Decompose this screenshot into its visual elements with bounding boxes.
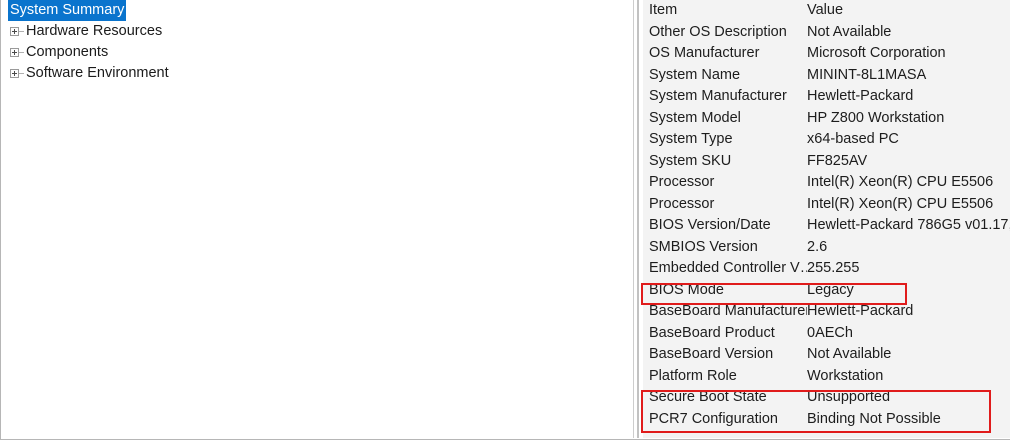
detail-row[interactable]: OS Manufacturer Microsoft Corporation: [643, 43, 1010, 65]
detail-item-label: Platform Role: [649, 367, 737, 384]
detail-row[interactable]: Embedded Controller V…255.255: [643, 258, 1010, 280]
detail-item-value: 0AECh: [807, 324, 853, 341]
expand-plus-icon[interactable]: [10, 48, 19, 57]
column-header-item: Item: [649, 2, 678, 18]
detail-item-label: SMBIOS Version: [649, 238, 758, 255]
tree-item-software-environment[interactable]: Software Environment: [1, 63, 629, 84]
detail-item-label: System Manufacturer: [649, 88, 787, 104]
details-header-row: Item Value: [643, 0, 1010, 22]
detail-item-value: Legacy: [807, 281, 854, 298]
detail-row[interactable]: BaseBoard Product 0AECh: [643, 323, 1010, 345]
splitter-line-right: [637, 0, 639, 438]
tree-item-components[interactable]: Components: [1, 42, 629, 63]
tree-connector-line: [19, 31, 24, 32]
detail-row[interactable]: System Name MININT-8L1MASA: [643, 65, 1010, 87]
detail-row[interactable]: BaseBoard Version Not Available: [643, 344, 1010, 366]
column-header-value: Value: [807, 2, 844, 18]
pane-splitter[interactable]: [629, 0, 643, 438]
detail-item-label: System Name: [649, 66, 741, 83]
detail-row[interactable]: Platform Role Workstation: [643, 366, 1010, 388]
detail-item-value: Intel(R) Xeon(R) CPU E5506: [807, 195, 994, 212]
tree-item-hardware-resources[interactable]: Hardware Resources: [1, 21, 629, 42]
detail-item-label: BaseBoard Product: [649, 324, 775, 341]
detail-item-value: MININT-8L1MASA: [807, 66, 927, 83]
splitter-line-left: [633, 0, 634, 438]
detail-row[interactable]: BIOS Mode Legacy: [643, 280, 1010, 302]
detail-item-value: Not Available: [807, 346, 892, 362]
detail-item-label: BIOS Version/Date: [649, 217, 771, 233]
detail-item-value: FF825AV: [807, 152, 868, 169]
detail-item-value: Hewlett-Packard: [807, 88, 914, 104]
detail-item-label: Secure Boot State: [649, 389, 767, 405]
detail-item-value: HP Z800 Workstation: [807, 109, 945, 126]
detail-item-label: Other OS Description: [649, 23, 787, 40]
detail-item-label: Processor: [649, 195, 715, 212]
detail-row[interactable]: System SKU FF825AV: [643, 151, 1010, 173]
detail-item-label: System Type: [649, 131, 733, 147]
detail-item-label: System SKU: [649, 152, 732, 169]
tree-connector-line: [19, 52, 24, 53]
tree-item-label: Software Environment: [26, 65, 169, 81]
detail-item-value: x64-based PC: [807, 131, 899, 147]
detail-item-label: PCR7 Configuration: [649, 410, 778, 427]
detail-item-value: Hewlett-Packard: [807, 303, 914, 319]
tree-item-system-summary[interactable]: System Summary: [1, 0, 629, 21]
detail-item-value: Unsupported: [807, 389, 891, 405]
detail-row[interactable]: System Model HP Z800 Workstation: [643, 108, 1010, 130]
detail-item-value: Hewlett-Packard 786G5 v01.17, 8/: [807, 217, 1010, 233]
tree-item-label: Components: [26, 44, 109, 60]
detail-item-label: OS Manufacturer: [649, 45, 760, 61]
detail-row[interactable]: Processor Intel(R) Xeon(R) CPU E5506: [643, 172, 1010, 194]
detail-item-label: BaseBoard Manufacturer: [649, 303, 807, 319]
system-summary-tree[interactable]: System Summary Hardware Resources Compon…: [1, 0, 629, 438]
detail-item-value: Not Available: [807, 23, 892, 40]
detail-row[interactable]: BIOS Version/Date Hewlett-Packard 786G5 v…: [643, 215, 1010, 237]
detail-item-value: 2.6: [807, 238, 828, 255]
detail-row[interactable]: Processor Intel(R) Xeon(R) CPU E5506: [643, 194, 1010, 216]
detail-item-value: Intel(R) Xeon(R) CPU E5506: [807, 174, 994, 190]
detail-item-value: Binding Not Possible: [807, 410, 941, 427]
expand-plus-icon[interactable]: [10, 69, 19, 78]
detail-row[interactable]: Other OS Description Not Available: [643, 22, 1010, 44]
detail-item-value: Microsoft Corporation: [807, 45, 946, 61]
detail-row[interactable]: PCR7 Configuration Binding Not Possible: [643, 409, 1010, 431]
tree-item-label: Hardware Resources: [26, 23, 163, 39]
detail-item-label: Embedded Controller V…: [649, 260, 807, 276]
tree-connector-line: [19, 73, 24, 74]
detail-item-label: BIOS Mode: [649, 281, 724, 298]
detail-row[interactable]: Secure Boot State Unsupported: [643, 387, 1010, 409]
detail-item-label: Processor: [649, 174, 715, 190]
expand-plus-icon[interactable]: [10, 27, 19, 36]
detail-item-value: 255.255: [807, 260, 860, 276]
detail-row[interactable]: System Manufacturer Hewlett-Packard: [643, 86, 1010, 108]
detail-item-label: BaseBoard Version: [649, 346, 774, 362]
tree-item-label: System Summary: [8, 0, 127, 21]
detail-item-label: System Model: [649, 109, 741, 126]
detail-row[interactable]: SMBIOS Version 2.6: [643, 237, 1010, 259]
detail-row[interactable]: System Type x64-based PC: [643, 129, 1010, 151]
detail-item-value: Workstation: [807, 367, 884, 384]
